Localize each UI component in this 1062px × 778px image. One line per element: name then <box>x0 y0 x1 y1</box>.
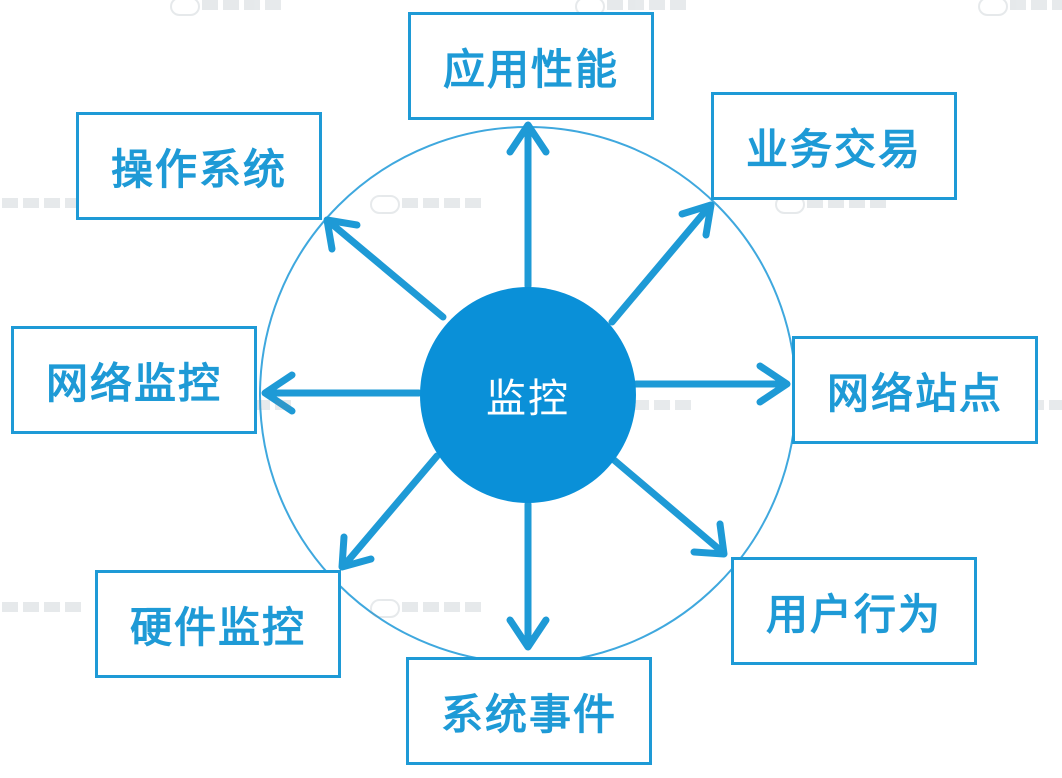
node-hardware-monitoring: 硬件监控 <box>95 570 341 678</box>
node-label: 应用性能 <box>442 44 619 94</box>
node-system-event: 系统事件 <box>406 657 652 765</box>
arrowhead-down <box>506 616 550 651</box>
arrowhead-down-left <box>338 533 375 571</box>
node-label: 系统事件 <box>440 689 617 739</box>
watermark-logo <box>370 596 490 618</box>
node-label: 硬件监控 <box>129 602 306 652</box>
node-user-behavior: 用户行为 <box>731 557 977 665</box>
arrow-shaft-down-left <box>343 452 441 566</box>
arrow-shaft-up-left <box>329 221 447 321</box>
node-label: 操作系统 <box>110 144 287 194</box>
arrowhead-down-right <box>690 520 728 558</box>
watermark-logo <box>978 0 1062 16</box>
node-label: 网络站点 <box>826 368 1003 418</box>
arrowhead-up <box>506 121 550 156</box>
center-label: 监控 <box>486 376 570 422</box>
watermark-logo <box>0 192 90 214</box>
node-web-site: 网络站点 <box>792 336 1038 444</box>
node-label: 网络监控 <box>45 358 222 408</box>
arrowhead-left <box>261 371 296 415</box>
arrowhead-right <box>756 362 791 406</box>
node-app-performance: 应用性能 <box>408 12 654 120</box>
node-operating-system: 操作系统 <box>76 112 322 220</box>
watermark-logo <box>0 596 90 618</box>
arrowhead-up-left <box>323 216 361 253</box>
watermark-logo <box>170 0 290 16</box>
node-label: 用户行为 <box>765 589 942 639</box>
node-business-transaction: 业务交易 <box>711 92 957 200</box>
arrow-shaft-down-right <box>610 456 724 554</box>
node-label: 业务交易 <box>745 124 922 174</box>
watermark-logo <box>370 192 490 214</box>
center-node: 监控 <box>420 287 636 503</box>
node-network-monitoring: 网络监控 <box>11 326 257 434</box>
arrowhead-up-right <box>678 201 715 239</box>
arrow-shaft-up-right <box>608 204 712 326</box>
